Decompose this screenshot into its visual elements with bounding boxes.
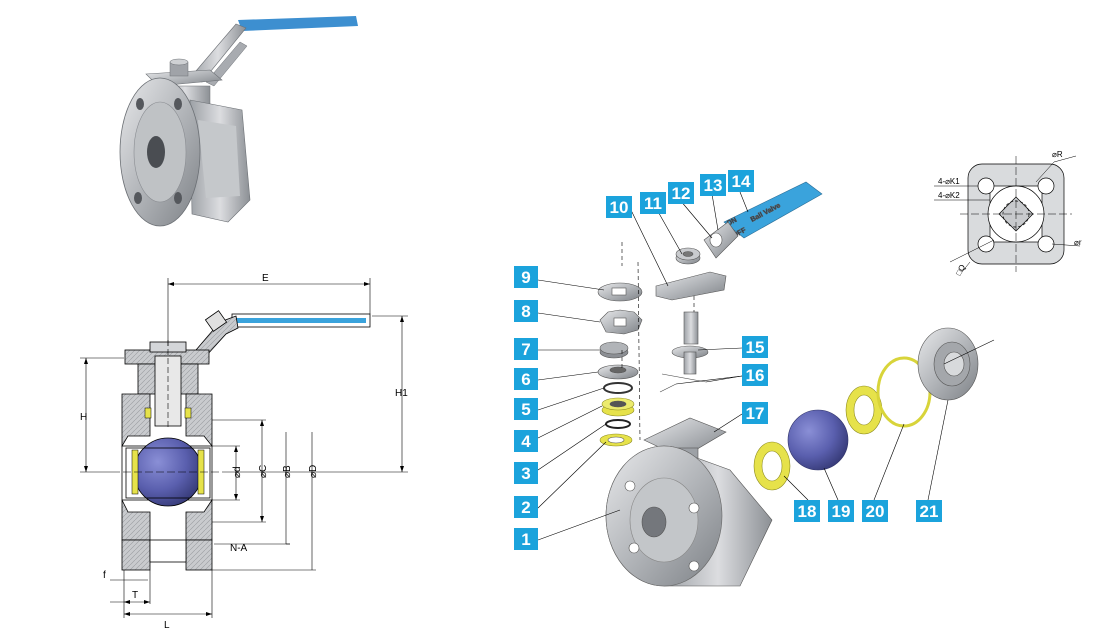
part-badge-number: 18 bbox=[798, 502, 817, 521]
part-badge-1: 1 bbox=[514, 528, 538, 550]
flange-label-K2: 4-⌀K2 bbox=[938, 191, 960, 200]
part-badge-number: 14 bbox=[732, 172, 751, 191]
flange-top-view bbox=[934, 155, 1081, 273]
part-badge-15: 15 bbox=[742, 336, 768, 358]
part-badge-bg bbox=[742, 402, 768, 424]
part-badge-number: 6 bbox=[521, 370, 530, 389]
part-badge-9: 9 bbox=[514, 266, 538, 288]
part-badge-bg bbox=[514, 462, 538, 484]
part-badge-11: 11 bbox=[640, 192, 666, 214]
part-badge-bg bbox=[606, 196, 632, 218]
part-badge-bg bbox=[514, 338, 538, 360]
part-badge-5: 5 bbox=[514, 398, 538, 420]
exploded-view: Ball Valve ON OFF bbox=[537, 181, 995, 587]
flange-label-r: ⌀r bbox=[1074, 238, 1082, 247]
dim-C: ⌀C bbox=[258, 465, 269, 478]
part-badge-8: 8 bbox=[514, 300, 538, 322]
part-badge-7: 7 bbox=[514, 338, 538, 360]
exploded-ball bbox=[787, 409, 849, 471]
part-badge-16: 16 bbox=[742, 364, 768, 386]
part-badge-bg bbox=[514, 300, 538, 322]
dim-H: H bbox=[80, 412, 87, 423]
part-badge-number: 16 bbox=[746, 366, 765, 385]
part-badge-number: 15 bbox=[746, 338, 765, 357]
part-badge-number: 21 bbox=[920, 502, 939, 521]
part-badge-14: 14 bbox=[728, 170, 754, 192]
photo-handle-grip bbox=[238, 16, 358, 31]
part-badge-bg bbox=[828, 500, 854, 522]
part-badge-number: 7 bbox=[521, 340, 530, 359]
part-badge-20: 20 bbox=[862, 500, 888, 522]
dim-f: f bbox=[103, 570, 106, 581]
part-badge-number: 3 bbox=[521, 464, 530, 483]
part-badge-12: 12 bbox=[668, 182, 694, 204]
section-view bbox=[80, 278, 408, 618]
part-badge-bg bbox=[742, 364, 768, 386]
dim-L: L bbox=[164, 620, 170, 631]
part-badge-bg bbox=[916, 500, 942, 522]
part-badge-number: 4 bbox=[521, 432, 531, 451]
part-badge-bg bbox=[514, 368, 538, 390]
part-badge-bg bbox=[700, 174, 726, 196]
part-badge-bg bbox=[514, 528, 538, 550]
part-badge-bg bbox=[742, 336, 768, 358]
part-badge-number: 11 bbox=[644, 194, 662, 213]
part-badge-bg bbox=[728, 170, 754, 192]
part-badge-17: 17 bbox=[742, 402, 768, 424]
flange-label-R: ⌀R bbox=[1052, 150, 1063, 159]
dim-NA: N-A bbox=[230, 543, 248, 554]
dim-D: ⌀D bbox=[308, 465, 319, 478]
dim-E: E bbox=[262, 273, 269, 284]
exploded-handle bbox=[723, 181, 823, 239]
dim-T: T bbox=[132, 590, 138, 601]
part-badge-number: 13 bbox=[704, 176, 723, 195]
part-badge-bg bbox=[514, 496, 538, 518]
part-badge-bg bbox=[514, 398, 538, 420]
part-badge-6: 6 bbox=[514, 368, 538, 390]
part-badge-bg bbox=[668, 182, 694, 204]
part-badge-bg bbox=[640, 192, 666, 214]
part-badge-number: 5 bbox=[521, 400, 530, 419]
part-badge-21: 21 bbox=[916, 500, 942, 522]
part-badge-number: 19 bbox=[832, 502, 851, 521]
valve-photo bbox=[119, 16, 358, 227]
dim-B: ⌀B bbox=[282, 465, 293, 478]
section-dimension-labels: E H H1 ⌀d ⌀C ⌀B ⌀D N-A f T L bbox=[80, 273, 408, 631]
flange-label-Q: □Q bbox=[954, 263, 967, 277]
part-badge-4: 4 bbox=[514, 430, 538, 452]
part-badge-number: 1 bbox=[521, 530, 530, 549]
part-badge-bg bbox=[862, 500, 888, 522]
part-badge-number: 12 bbox=[672, 184, 691, 203]
dim-H1: H1 bbox=[395, 388, 408, 399]
part-badge-number: 2 bbox=[521, 498, 530, 517]
part-badge-13: 13 bbox=[700, 174, 726, 196]
part-badge-19: 19 bbox=[828, 500, 854, 522]
part-badge-bg bbox=[794, 500, 820, 522]
part-badge-18: 18 bbox=[794, 500, 820, 522]
part-badge-number: 8 bbox=[521, 302, 530, 321]
part-badge-number: 20 bbox=[866, 502, 885, 521]
handle-on-text: ON bbox=[726, 217, 739, 228]
part-badge-bg bbox=[514, 430, 538, 452]
flange-label-K1: 4-⌀K1 bbox=[938, 177, 960, 186]
part-badge-number: 17 bbox=[746, 404, 765, 423]
dim-d: ⌀d bbox=[232, 466, 243, 478]
part-badge-bg bbox=[514, 266, 538, 288]
part-badge-3: 3 bbox=[514, 462, 538, 484]
part-badge-10: 10 bbox=[606, 196, 632, 218]
part-badge-number: 10 bbox=[610, 198, 629, 217]
part-badge-number: 9 bbox=[521, 268, 530, 287]
part-badge-2: 2 bbox=[514, 496, 538, 518]
